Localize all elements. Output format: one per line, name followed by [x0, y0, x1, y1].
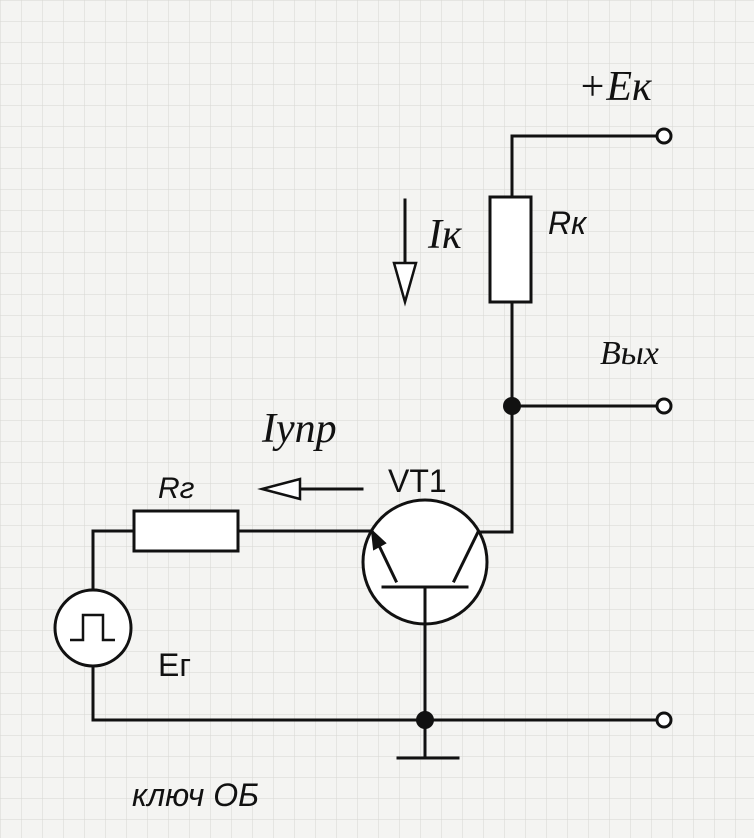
label-collector-resistor: Rк	[548, 205, 588, 241]
label-control-current: Iупр	[261, 406, 337, 452]
emitter-arrow-icon	[370, 528, 387, 551]
control-current-arrow	[257, 477, 364, 501]
label-output: Вых	[600, 335, 659, 372]
supply-wire	[510, 134, 660, 199]
label-transistor: VT1	[388, 463, 447, 499]
generator-bottom-wire	[91, 664, 660, 722]
supply-terminal	[655, 127, 673, 145]
output-junction	[503, 397, 521, 415]
label-generator-resistor: Rг	[158, 472, 195, 505]
collector-current-arrow	[392, 198, 418, 307]
label-generator: Eг	[158, 647, 191, 683]
square-pulse-icon	[70, 613, 115, 642]
collector-wire	[476, 300, 514, 534]
label-collector-current: Iк	[427, 212, 462, 258]
generator-resistor	[132, 509, 240, 553]
diagram-caption: ключ ОБ	[132, 777, 259, 813]
generator-top-wire	[91, 529, 136, 592]
collector-resistor	[488, 195, 533, 304]
label-supply: +Eк	[578, 64, 652, 110]
common-junction	[416, 711, 434, 729]
output-terminal	[655, 397, 673, 415]
pulse-generator	[53, 588, 133, 668]
transistor-vt1	[361, 498, 489, 758]
common-terminal	[655, 711, 673, 729]
